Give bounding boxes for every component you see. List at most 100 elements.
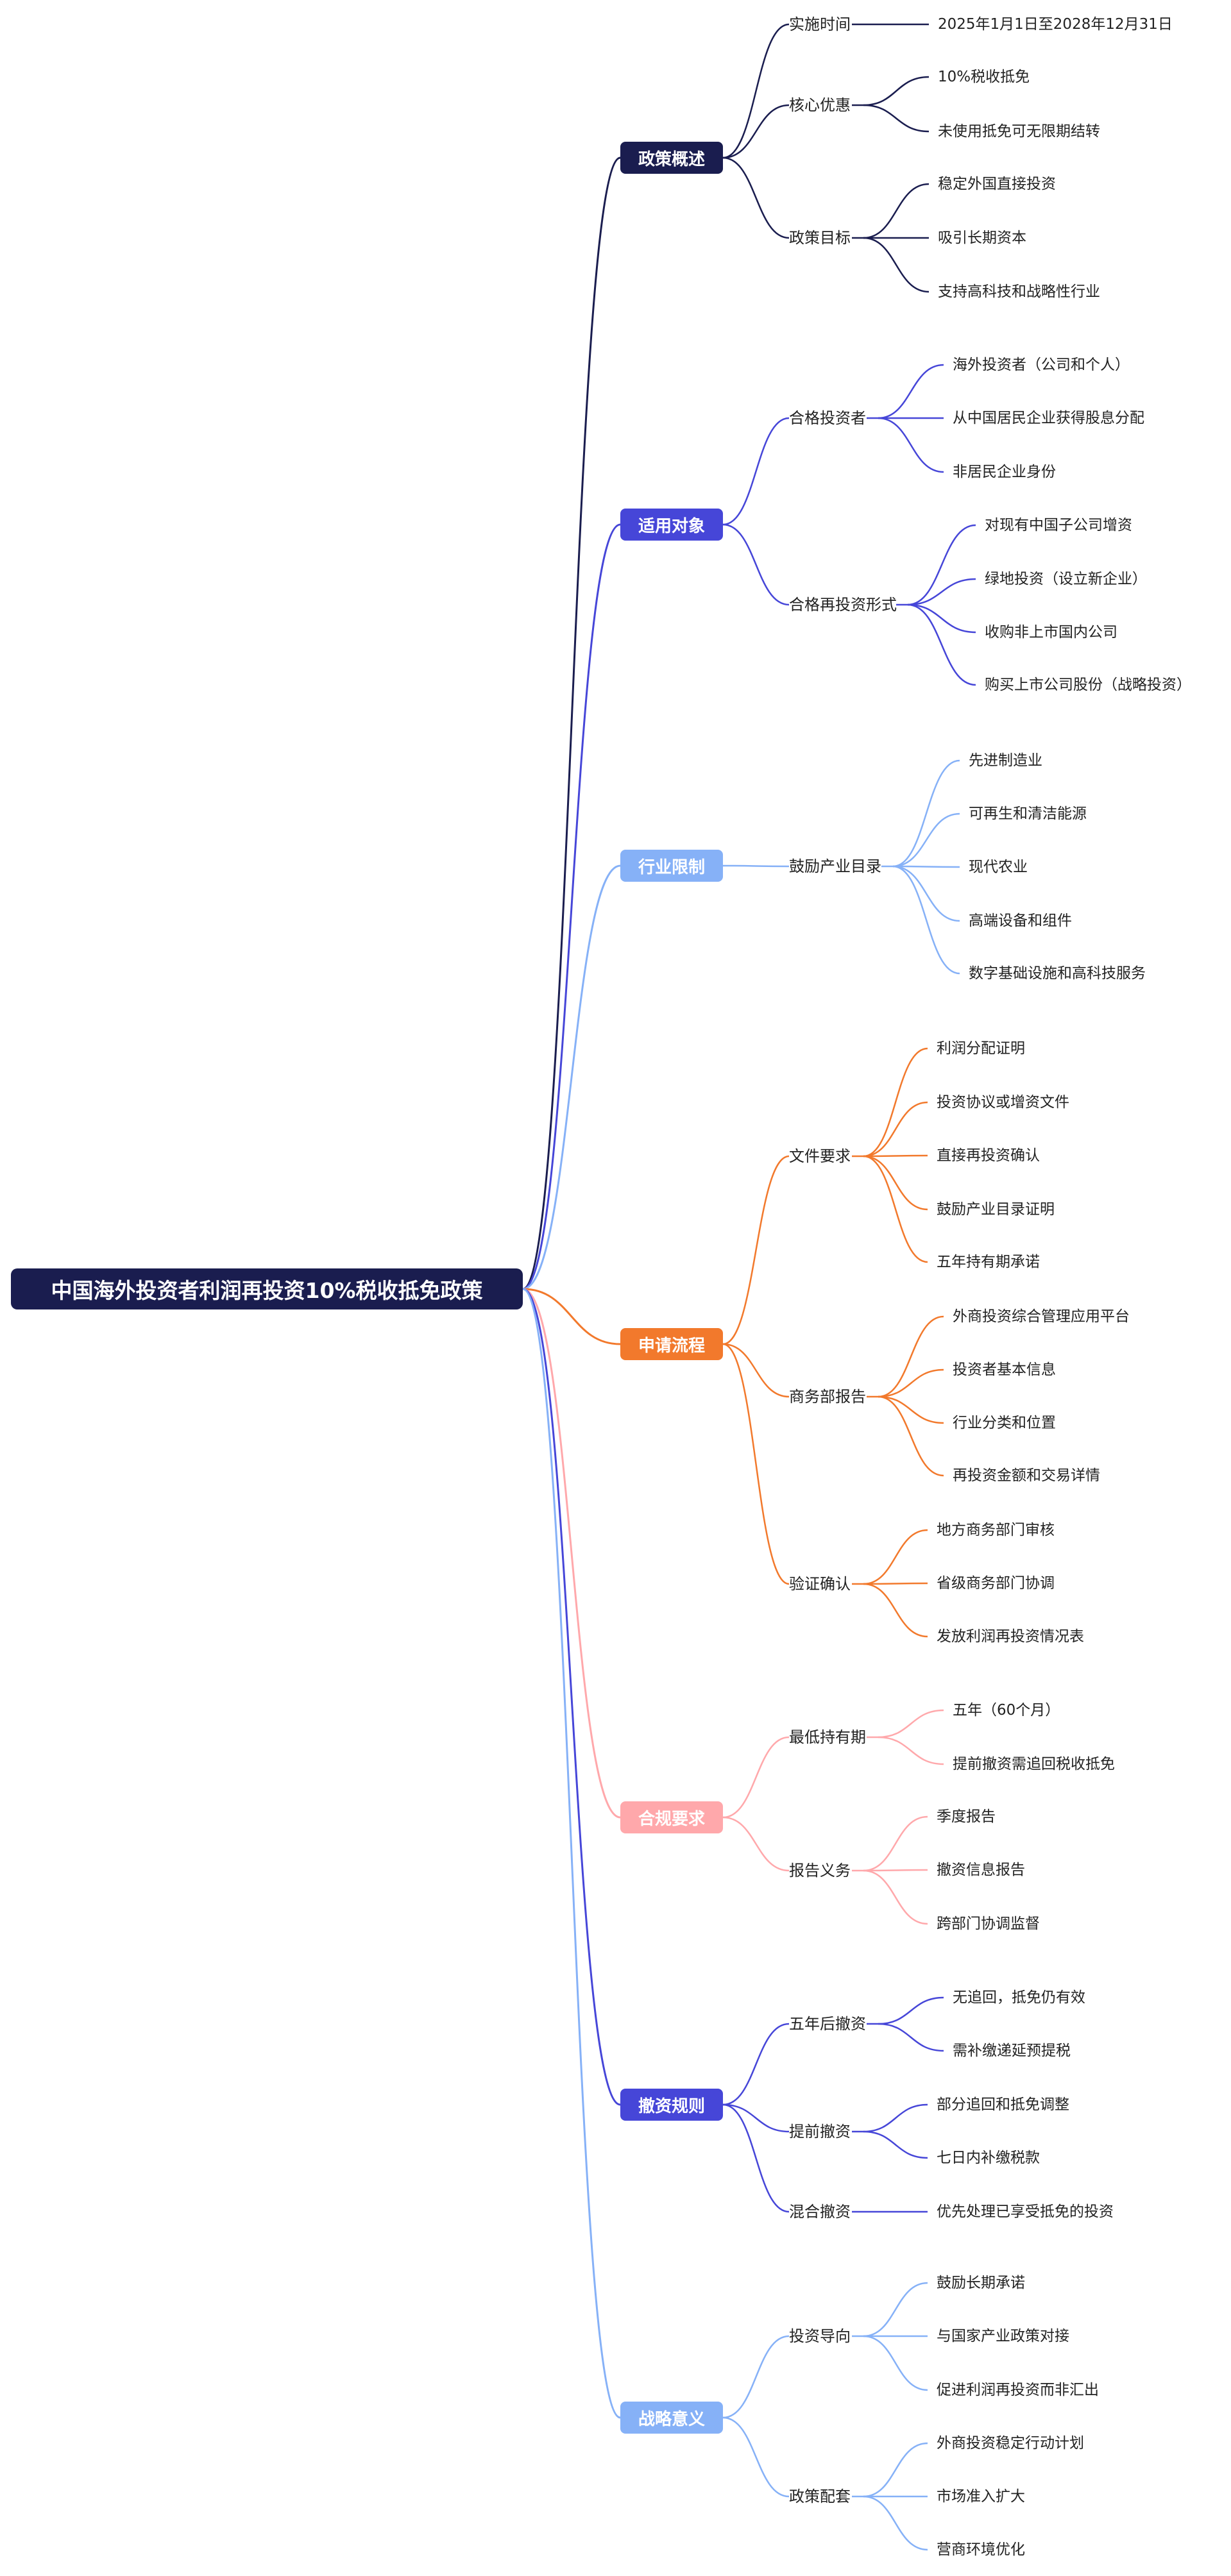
leaf-node: 无追回，抵免仍有效: [953, 1989, 1085, 2006]
leaf-node: 季度报告: [937, 1808, 996, 1825]
leaf-link: [892, 865, 960, 922]
sub-link: [722, 104, 790, 159]
leaf-node: 数字基础设施和高科技服务: [969, 965, 1146, 982]
sub-link: [722, 523, 790, 606]
leaf-node: 七日内补缴税款: [937, 2150, 1040, 2166]
leaf-link: [863, 2103, 928, 2133]
leaf-node: 部分追回和抵免调整: [937, 2096, 1069, 2113]
subtopic-node: 报告义务: [789, 1862, 851, 1880]
leaf-node: 鼓励长期承诺: [937, 2275, 1025, 2291]
leaf-node: 优先处理已享受抵免的投资: [937, 2203, 1114, 2220]
subtopic-node: 政策配套: [789, 2488, 851, 2505]
leaf-link: [863, 1582, 928, 1585]
leaf-node: 市场准入扩大: [937, 2488, 1025, 2505]
leaf-link: [892, 812, 960, 868]
subtopic-node: 最低持有期: [789, 1728, 866, 1746]
leaf-node: 对现有中国子公司增资: [985, 517, 1132, 534]
leaf-link: [907, 578, 976, 606]
subtopic-node: 政策目标: [789, 229, 851, 247]
leaf-link: [878, 1395, 944, 1477]
branch-link-5: [522, 1288, 621, 2106]
branch-link-1: [522, 523, 621, 1290]
leaf-link: [863, 237, 930, 293]
leaf-link: [863, 76, 930, 106]
branch-link-3: [522, 1288, 621, 1345]
leaf-node: 需补缴递延预提税: [953, 2042, 1071, 2059]
subtopic-node: 核心优惠: [789, 96, 851, 114]
sub-link: [722, 1155, 790, 1345]
leaf-node: 投资协议或增资文件: [937, 1094, 1069, 1111]
leaf-node: 跨部门协调监督: [937, 1915, 1040, 1932]
subtopic-node: 投资导向: [789, 2327, 851, 2345]
leaf-link: [878, 364, 944, 419]
leaf-link: [892, 759, 960, 868]
leaf-link: [863, 1155, 928, 1211]
leaf-link: [863, 1529, 928, 1585]
leaf-node: 可再生和清洁能源: [969, 805, 1087, 822]
leaf-link: [863, 2335, 928, 2391]
leaf-link: [863, 2495, 928, 2551]
sub-link: [722, 23, 790, 159]
leaf-node: 吸引长期资本: [938, 230, 1026, 246]
leaf-link: [863, 1101, 928, 1158]
leaf-node: 省级商务部门协调: [937, 1575, 1055, 1592]
subtopic-node: 合格投资者: [789, 409, 866, 427]
subtopic-node: 混合撤资: [789, 2203, 851, 2221]
leaf-node: 支持高科技和战略性行业: [938, 283, 1100, 300]
leaf-node: 与国家产业政策对接: [937, 2328, 1069, 2344]
branch-link-2: [522, 864, 621, 1290]
leaf-node: 直接再投资确认: [937, 1147, 1040, 1164]
sub-link: [722, 1816, 790, 1872]
leaf-node: 行业分类和位置: [953, 1415, 1056, 1431]
category-node: 行业限制: [620, 850, 723, 882]
leaf-link: [863, 2442, 928, 2498]
category-node: 政策概述: [620, 142, 723, 174]
leaf-node: 从中国居民企业获得股息分配: [953, 410, 1144, 426]
category-node: 申请流程: [620, 1328, 723, 1360]
subtopic-node: 鼓励产业目录: [789, 857, 881, 875]
sub-link: [722, 2103, 790, 2133]
category-node: 战略意义: [620, 2402, 723, 2434]
leaf-node: 外商投资综合管理应用平台: [953, 1308, 1130, 1325]
leaf-link: [892, 865, 960, 975]
leaf-link: [878, 1709, 944, 1738]
leaf-node: 非居民企业身份: [953, 464, 1056, 480]
leaf-link: [878, 1736, 944, 1765]
leaf-node: 10%税收抵免: [938, 69, 1030, 85]
leaf-node: 外商投资稳定行动计划: [937, 2435, 1084, 2452]
leaf-node: 现代农业: [969, 859, 1028, 875]
subtopic-node: 合格再投资形式: [789, 596, 897, 614]
leaf-node: 利润分配证明: [937, 1040, 1025, 1057]
sub-link: [722, 2335, 790, 2419]
sub-link: [722, 156, 790, 239]
leaf-node: 鼓励产业目录证明: [937, 1201, 1055, 1218]
leaf-link: [878, 1996, 944, 2025]
subtopic-node: 验证确认: [789, 1575, 851, 1593]
sub-link: [722, 2023, 790, 2106]
leaf-link: [878, 1368, 944, 1398]
leaf-link: [878, 417, 944, 473]
leaf-link: [907, 603, 976, 634]
leaf-link: [863, 2282, 928, 2337]
sub-link: [722, 2103, 790, 2213]
branch-link-6: [522, 1288, 621, 2419]
leaf-node: 投资者基本信息: [953, 1361, 1056, 1378]
leaf-node: 2025年1月1日至2028年12月31日: [938, 16, 1173, 33]
category-node: 合规要求: [620, 1801, 723, 1833]
leaf-node: 营商环境优化: [937, 2541, 1025, 2558]
leaf-node: 购买上市公司股份（战略投资）: [985, 677, 1191, 693]
sub-link: [722, 1343, 790, 1585]
leaf-node: 收购非上市国内公司: [985, 624, 1117, 641]
leaf-link: [863, 1815, 928, 1872]
leaf-node: 提前撤资需追回税收抵免: [953, 1756, 1115, 1772]
leaf-link: [878, 1315, 944, 1398]
subtopic-node: 商务部报告: [789, 1388, 866, 1406]
leaf-link: [863, 183, 930, 239]
subtopic-node: 提前撤资: [789, 2123, 851, 2141]
root-node: 中国海外投资者利润再投资10%税收抵免政策: [11, 1268, 523, 1309]
sub-link: [722, 2416, 790, 2498]
branch-link-0: [522, 156, 621, 1290]
leaf-node: 地方商务部门审核: [937, 1522, 1055, 1538]
leaf-link: [863, 1047, 928, 1158]
